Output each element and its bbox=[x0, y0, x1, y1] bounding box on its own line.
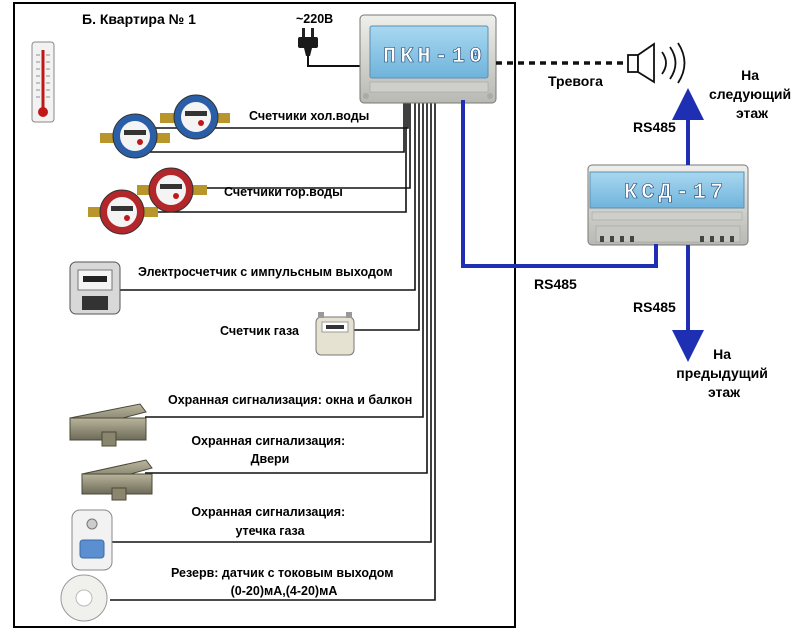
gas-meter-icon bbox=[315, 312, 355, 356]
current-sensor-icon bbox=[60, 574, 108, 622]
window-sensor-icon bbox=[69, 403, 147, 447]
prev-floor-label: На предыдущий этаж bbox=[676, 346, 771, 400]
wire-bundle bbox=[110, 100, 436, 601]
gas-leak-sensor-icon bbox=[71, 509, 113, 571]
power-cable bbox=[307, 56, 362, 67]
next-floor-label: На следующий этаж bbox=[709, 67, 795, 121]
hot-water-label: Счетчики гор.воды bbox=[224, 185, 343, 199]
ksd-17-label: КСД-17 bbox=[624, 180, 727, 205]
rs485-main-label: RS485 bbox=[534, 276, 577, 292]
reserve-label: Резерв: датчик с токовым выходом (0-20)м… bbox=[171, 566, 397, 598]
pkn-10-device[interactable]: ПКН-10 bbox=[359, 14, 497, 104]
electric-meter-icon bbox=[69, 261, 121, 315]
power-label: ~220В bbox=[296, 12, 333, 26]
gas-leak-label: Охранная сигнализация: утечка газа bbox=[191, 505, 348, 538]
electric-meter-label: Электросчетчик с импульсным выходом bbox=[138, 265, 393, 279]
rs485-main-bus bbox=[461, 100, 658, 268]
window-alarm-label: Охранная сигнализация: окна и балкон bbox=[168, 393, 412, 407]
thermometer-icon bbox=[31, 41, 55, 123]
apartment-title: Б. Квартира № 1 bbox=[82, 11, 196, 27]
cold-water-label: Счетчики хол.воды bbox=[249, 109, 369, 123]
alarm-label: Тревога bbox=[548, 73, 603, 89]
door-alarm-label: Охранная сигнализация: Двери bbox=[191, 434, 348, 466]
pkn-10-label: ПКН-10 bbox=[383, 44, 486, 69]
cold-water-meter-icon bbox=[100, 94, 230, 159]
gas-meter-label: Счетчик газа bbox=[220, 324, 300, 338]
rs485-up-label: RS485 bbox=[633, 119, 676, 135]
door-sensor-icon bbox=[81, 459, 153, 501]
power-plug-icon bbox=[298, 28, 318, 56]
hot-water-meter-icon bbox=[88, 167, 207, 235]
apartment-boundary bbox=[13, 2, 516, 628]
ksd-17-device[interactable]: КСД-17 bbox=[587, 164, 749, 246]
rs485-down-label: RS485 bbox=[633, 299, 676, 315]
speaker-icon bbox=[627, 42, 686, 84]
